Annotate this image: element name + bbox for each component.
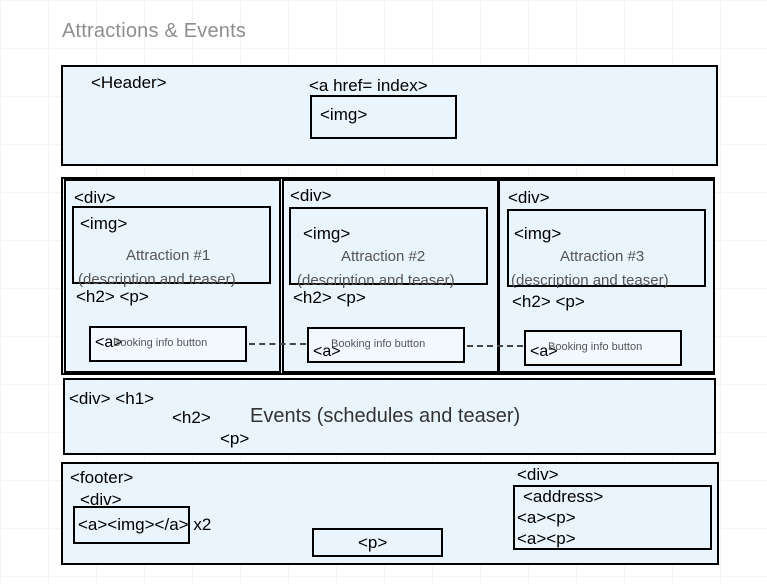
footer-row-1: <a><p> (517, 508, 576, 527)
attraction-1-img-label: <img> (80, 214, 128, 233)
attraction-2-button-text: Booking info button (331, 338, 426, 350)
attraction-3-img-box: <img> Attraction #3 (description and tea… (507, 209, 706, 289)
attraction-1-div-label: <div> (74, 188, 116, 207)
attraction-2-tags: <h2> <p> (293, 288, 366, 307)
attraction-2-booking-button[interactable]: <a> Booking info button (307, 327, 465, 363)
attraction-1-title: Attraction #1 (126, 247, 211, 264)
footer-div-right-label: <div> (517, 465, 559, 484)
events-box: <div> <h1> <h2> <p> Events (schedules an… (63, 378, 716, 455)
attraction-2-img-label: <img> (303, 224, 351, 243)
connector-line-2 (467, 345, 523, 347)
attraction-1-a-label: <a> (95, 334, 123, 351)
diagram-title: Attractions & Events (62, 20, 247, 42)
events-div-h1-label: <div> <h1> (69, 389, 155, 408)
attraction-2-img-box: <img> Attraction #2 (description and tea… (289, 207, 488, 289)
events-p-label: <p> (220, 429, 250, 448)
attraction-2-div-label: <div> (290, 186, 332, 205)
footer-address-label: <address> (523, 487, 604, 506)
footer-div-left-label: <div> (80, 490, 122, 509)
events-text: Events (schedules and teaser) (250, 405, 521, 427)
attraction-2-subtitle: (description and teaser) (297, 272, 455, 289)
attraction-3-div: <div> (498, 179, 715, 373)
attraction-2-a-label: <a> (313, 343, 341, 360)
footer-links-box (73, 506, 190, 544)
attraction-3-subtitle: (description and teaser) (511, 272, 669, 289)
footer-box: <footer> <div> <div> (61, 462, 719, 565)
attraction-2-title: Attraction #2 (341, 248, 426, 265)
attraction-1-img-box: <img> Attraction #1 (description and tea… (72, 206, 271, 288)
header-link-label: <a href= index> (309, 76, 428, 95)
attraction-3-a-label: <a> (530, 343, 558, 360)
footer-p-box: <p> (312, 528, 443, 557)
events-h2-label: <h2> (172, 408, 211, 427)
attraction-1-div: <div> (64, 179, 281, 373)
attraction-3-tags: <h2> <p> (512, 292, 585, 311)
header-label: <Header> (91, 73, 167, 92)
attraction-3-button-text: Booking info button (548, 341, 643, 353)
attraction-3-div-label: <div> (508, 188, 550, 207)
footer-links-label: <a><img></a> x2 (78, 515, 212, 534)
header-box: <Header> <a href= index> <img> (61, 65, 718, 166)
attraction-1-tags: <h2> <p> (76, 287, 149, 306)
footer-row-2: <a><p> (517, 529, 576, 548)
header-img-label: <img> (320, 105, 368, 124)
attraction-1-booking-button[interactable]: <a> Booking info button (89, 326, 247, 362)
header-img-box: <img> (310, 95, 457, 139)
connector-line-1 (249, 343, 306, 345)
attraction-1-subtitle: (description and teaser) (78, 271, 236, 288)
footer-label: <footer> (70, 468, 134, 487)
attraction-3-img-label: <img> (514, 224, 562, 243)
attraction-3-booking-button[interactable]: <a> Booking info button (524, 330, 682, 366)
attraction-3-title: Attraction #3 (560, 248, 645, 265)
footer-address-box: <address> <a><p> <a><p> (513, 485, 712, 550)
footer-p-label: <p> (358, 533, 388, 552)
attraction-1-button-text: Booking info button (113, 337, 208, 349)
